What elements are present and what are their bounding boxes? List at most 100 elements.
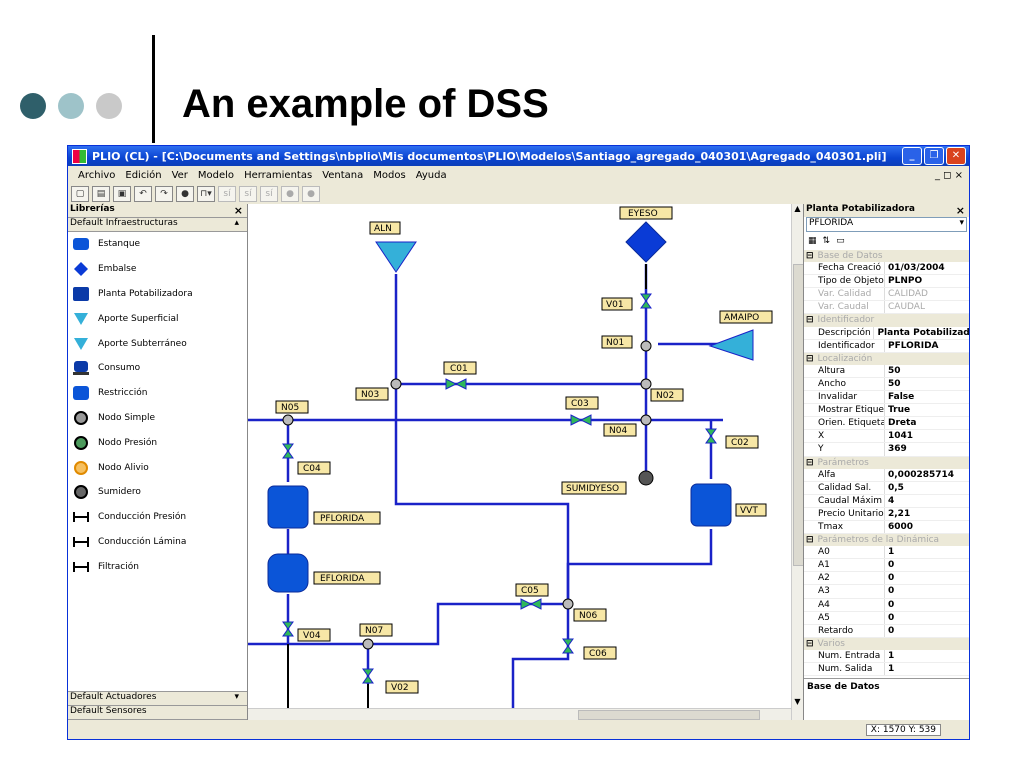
amaipo-inflow-icon[interactable]: [708, 329, 754, 361]
property-value[interactable]: PFLORIDA: [888, 340, 939, 351]
property-category[interactable]: ⊟Identificador: [804, 314, 969, 327]
property-value[interactable]: PLNPO: [888, 276, 923, 287]
canvas-vertical-scrollbar[interactable]: ▲ ▼: [791, 204, 804, 720]
collapse-group-icon[interactable]: ⊟: [806, 638, 814, 649]
property-value[interactable]: 0: [888, 560, 895, 571]
label-n01[interactable]: N01: [606, 338, 624, 348]
valve-c05-icon[interactable]: [520, 598, 542, 610]
eyeso-reservoir-icon[interactable]: [625, 221, 667, 263]
property-value[interactable]: 0: [888, 612, 895, 623]
property-value[interactable]: 50: [888, 378, 901, 389]
collapse-group-icon[interactable]: ⊟: [806, 353, 814, 364]
chevron-down-icon[interactable]: ▾: [959, 218, 964, 228]
library-group-sensores[interactable]: Default Sensores: [68, 706, 247, 720]
aln-inflow-icon[interactable]: [375, 241, 417, 273]
stop-button[interactable]: ●: [281, 186, 299, 202]
property-category[interactable]: ⊟Base de Datos: [804, 250, 969, 263]
node-n05[interactable]: [282, 414, 294, 426]
library-item[interactable]: Aporte Subterráneo: [68, 331, 247, 356]
node-n01[interactable]: [640, 340, 652, 352]
menu-edicion[interactable]: Edición: [125, 169, 162, 181]
scroll-up-arrow-icon[interactable]: ▲: [794, 204, 801, 213]
property-value[interactable]: 2,21: [888, 508, 911, 519]
property-value[interactable]: CAUDAL: [888, 302, 925, 313]
valve-c04-icon[interactable]: [282, 443, 294, 459]
library-item[interactable]: Nodo Presión: [68, 430, 247, 455]
library-group-actuadores[interactable]: Default Actuadores ▾: [68, 691, 247, 706]
valve-v01-icon[interactable]: [640, 293, 652, 309]
open-file-button[interactable]: ▤: [92, 186, 110, 202]
valve-c01-icon[interactable]: [445, 378, 467, 390]
property-value[interactable]: CALIDAD: [888, 289, 928, 300]
diagram-canvas[interactable]: ALN EYESO AMAIPO V01 N01 C01 N03 N02 N05…: [248, 204, 791, 720]
collapse-group-icon[interactable]: ⊟: [806, 251, 814, 261]
node-n07[interactable]: [362, 638, 374, 650]
library-item[interactable]: Sumidero: [68, 480, 247, 505]
label-sumidyeso[interactable]: SUMIDYESO: [566, 484, 619, 494]
collapse-group-icon[interactable]: ⊟: [806, 457, 814, 468]
library-item[interactable]: Filtración: [68, 554, 247, 579]
property-category[interactable]: ⊟Localización: [804, 352, 969, 365]
minimize-button[interactable]: _: [902, 147, 922, 165]
properties-close-icon[interactable]: ×: [955, 204, 965, 217]
property-category[interactable]: ⊟Parámetros de la Dinámica: [804, 534, 969, 547]
label-n04[interactable]: N04: [609, 426, 627, 436]
valve-v04-icon[interactable]: [282, 621, 294, 637]
collapse-group-icon[interactable]: ⊟: [806, 535, 814, 546]
property-value[interactable]: 1041: [888, 431, 914, 442]
library-item[interactable]: Consumo: [68, 356, 247, 381]
property-value[interactable]: True: [888, 405, 911, 416]
property-row[interactable]: Calidad Sal.0,5: [804, 481, 969, 495]
mode-dropdown-button[interactable]: ⊓▾: [197, 186, 215, 202]
label-c03[interactable]: C03: [571, 399, 589, 409]
library-item[interactable]: Estanque: [68, 232, 247, 257]
property-value[interactable]: 0: [888, 586, 895, 597]
property-value[interactable]: 0,5: [888, 482, 904, 493]
label-n03[interactable]: N03: [361, 390, 379, 400]
valve-c03-icon[interactable]: [570, 414, 592, 426]
vvt-tank-icon[interactable]: [690, 483, 732, 527]
redo-button[interactable]: ↷: [155, 186, 173, 202]
property-value[interactable]: 369: [888, 444, 907, 455]
library-close-icon[interactable]: ×: [233, 204, 243, 217]
library-item[interactable]: Conducción Presión: [68, 505, 247, 530]
sim-button-2[interactable]: sí: [239, 186, 257, 202]
property-value[interactable]: 50: [888, 365, 901, 376]
menu-modos[interactable]: Modos: [373, 169, 406, 181]
collapse-group-icon[interactable]: ⊟: [806, 315, 814, 326]
property-value[interactable]: Planta Potabilizadora: [877, 327, 969, 338]
menu-ventana[interactable]: Ventana: [322, 169, 364, 181]
library-item[interactable]: Conducción Lámina: [68, 530, 247, 555]
node-n04[interactable]: [640, 414, 652, 426]
property-value[interactable]: 0: [888, 573, 895, 584]
library-item[interactable]: Restricción: [68, 381, 247, 406]
label-v01[interactable]: V01: [606, 300, 624, 310]
scroll-down-arrow-icon[interactable]: ▼: [794, 697, 801, 706]
property-value[interactable]: 1: [888, 547, 895, 558]
mdi-controls[interactable]: _ ◻ ×: [934, 169, 963, 181]
label-vvt[interactable]: VVT: [740, 506, 758, 516]
property-value[interactable]: 0,000285714: [888, 469, 955, 480]
menu-archivo[interactable]: Archivo: [78, 169, 116, 181]
canvas-horizontal-scrollbar[interactable]: [248, 708, 791, 720]
property-value[interactable]: 1: [888, 650, 895, 661]
label-v02[interactable]: V02: [391, 683, 409, 693]
pause-button[interactable]: ●: [302, 186, 320, 202]
property-value[interactable]: 0: [888, 599, 895, 610]
node-n02[interactable]: [640, 378, 652, 390]
